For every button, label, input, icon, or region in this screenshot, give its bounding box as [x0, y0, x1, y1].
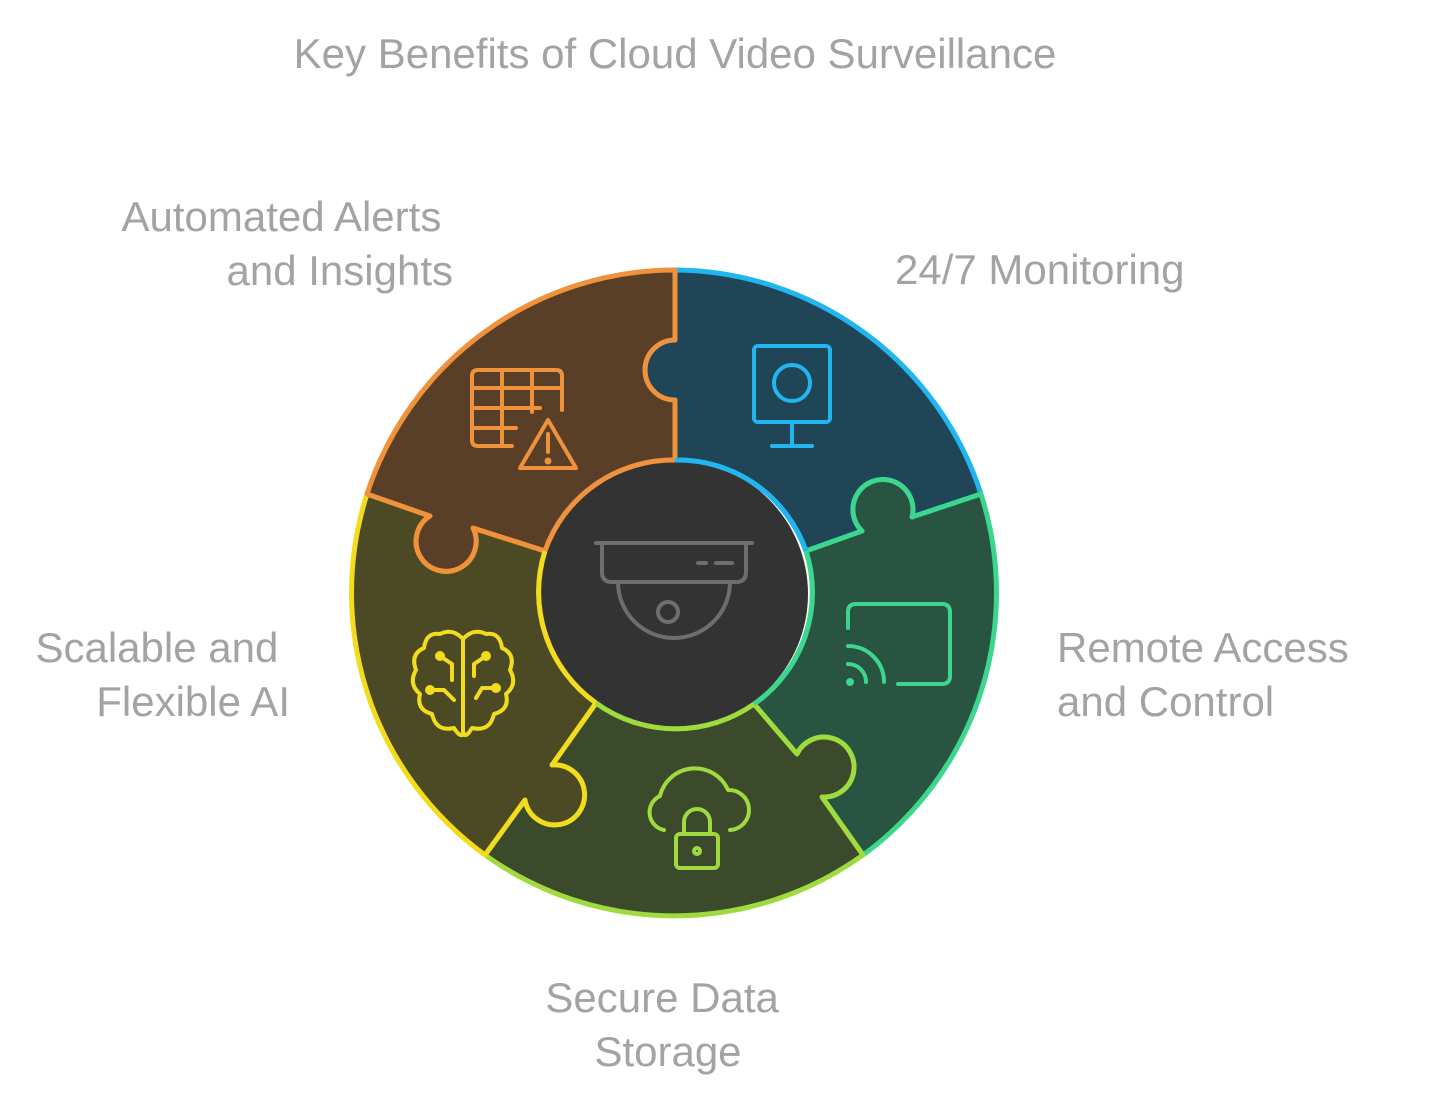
center-ring-ai — [536, 550, 598, 706]
center-ring-alerts — [542, 457, 676, 552]
segment-storage: Secure Data Storage — [482, 700, 866, 1075]
table-warning-icon — [470, 368, 578, 470]
label-remote: Remote Access and Control — [1057, 624, 1360, 725]
center-ring-storage — [594, 700, 756, 732]
webcam-icon — [752, 344, 832, 448]
label-storage: Secure Data Storage — [545, 974, 790, 1075]
label-remote-line-2: and Control — [1057, 678, 1274, 725]
label-alerts-line-1: Automated Alerts — [121, 193, 441, 240]
cloud-lock-icon — [647, 766, 752, 870]
center-ring-remote — [752, 550, 815, 707]
segment-remote: Remote Access and Control — [751, 477, 1360, 858]
brain-circuit-icon — [410, 629, 516, 738]
label-remote-line-1: Remote Access — [1057, 624, 1349, 671]
label-ai-line-1: Scalable and — [35, 624, 278, 671]
label-ai: Scalable and Flexible AI — [35, 624, 290, 725]
dome-camera-icon — [594, 541, 754, 640]
label-ai-line-2: Flexible AI — [96, 678, 290, 725]
label-alerts: Automated Alerts and Insights — [121, 193, 453, 294]
label-monitoring: 24/7 Monitoring — [895, 246, 1185, 293]
label-storage-line-1: Secure Data — [545, 974, 779, 1021]
center-ring-monitoring — [674, 457, 809, 552]
cast-screen-icon — [846, 602, 952, 686]
diagram-title: Key Benefits of Cloud Video Surveillance — [294, 30, 1057, 77]
label-monitoring-line-1: 24/7 Monitoring — [895, 246, 1185, 293]
label-alerts-line-2: and Insights — [227, 247, 454, 294]
segment-ai: Scalable and Flexible AI — [35, 491, 599, 858]
label-storage-line-2: Storage — [594, 1028, 741, 1075]
center-hub — [536, 457, 815, 732]
segment-alerts: Automated Alerts and Insights — [121, 193, 678, 574]
center-disc — [540, 460, 808, 728]
